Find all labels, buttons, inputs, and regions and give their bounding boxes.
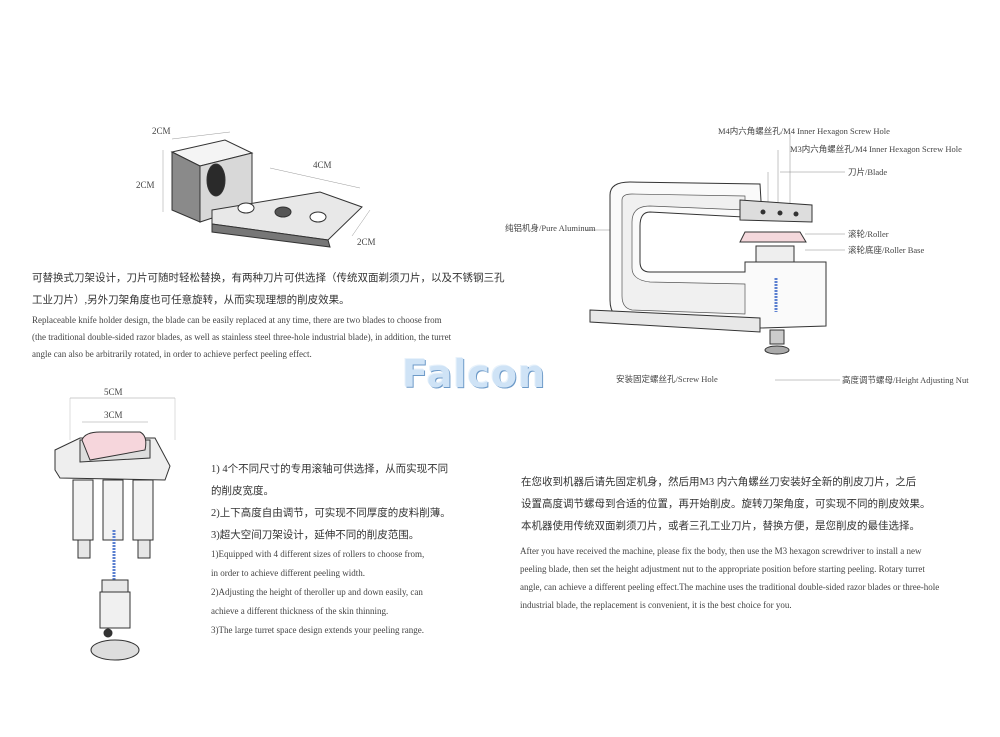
instruction-cn-3: 本机器使用传统双面剃须刀片，或者三孔工业刀片，替换方便，是您削皮的最佳选择。 xyxy=(521,521,920,532)
feature-en-1: 1)Equipped with 4 different sizes of rol… xyxy=(211,549,425,559)
feature-en-1b: in order to achieve different peeling wi… xyxy=(211,568,366,578)
features-cn: 1) 4个不同尺寸的专用滚轴可供选择，从而实现不同 的削皮宽度。 2)上下高度自… xyxy=(211,461,451,542)
falcon-watermark: Falcon xyxy=(402,352,547,396)
blade-desc-cn-line-2: 工业刀片）,另外刀架角度也可任意旋转，从而实现理想的削皮效果。 xyxy=(32,295,350,306)
feature-en-2: 2)Adjusting the height of theroller up a… xyxy=(211,587,423,597)
dim-label-outer-width: 5CM xyxy=(104,387,123,397)
label-pure-aluminum: 纯铝机身/Pure Aluminum xyxy=(505,223,596,233)
blade-desc-en-line-2: (the traditional double-sided razor blad… xyxy=(32,332,452,342)
dim-label-depth: 2CM xyxy=(357,237,376,247)
instruction-en-4: industrial blade, the replacement is con… xyxy=(520,600,792,610)
instructions-cn: 在您收到机器后请先固定机身，然后用M3 内六角螺丝刀安装好全新的削皮刀片，之后 … xyxy=(521,474,931,533)
label-m3-screw-hole: M3内六角螺丝孔/M4 Inner Hexagon Screw Hole xyxy=(790,144,962,154)
feature-cn-3: 3)超大空间刀架设计，延伸不同的削皮范围。 xyxy=(211,530,420,541)
dim-label-length: 4CM xyxy=(313,160,332,170)
feature-cn-1b: 的削皮宽度。 xyxy=(211,486,274,497)
features-en: 1)Equipped with 4 different sizes of rol… xyxy=(211,549,424,635)
blade-desc-en-line-1: Replaceable knife holder design, the bla… xyxy=(32,315,442,325)
machine-drawing xyxy=(585,133,845,381)
feature-en-2b: achieve a different thickness of the ski… xyxy=(211,606,389,616)
label-blade: 刀片/Blade xyxy=(848,167,888,177)
instruction-en-1: After you have received the machine, ple… xyxy=(520,546,922,556)
label-roller-base: 滚轮底座/Roller Base xyxy=(848,245,925,255)
feature-cn-2: 2)上下高度自由调节，可实现不同厚度的皮料削薄。 xyxy=(211,508,451,519)
roller-assembly-drawing xyxy=(54,397,176,661)
instruction-en-3: angle, can achieve a different peeling e… xyxy=(520,582,940,592)
feature-en-3: 3)The large turret space design extends … xyxy=(211,625,425,635)
blade-description: 可替换式刀架设计，刀片可随时轻松替换，有两种刀片可供选择（传统双面剃须刀片，以及… xyxy=(32,270,505,359)
label-roller: 滚轮/Roller xyxy=(848,229,889,239)
instruction-cn-2: 设置高度调节螺母到合适的位置，再开始削皮。旋转刀架角度，可实现不同的削皮效果。 xyxy=(521,499,931,510)
dim-label-inner-width: 3CM xyxy=(104,410,123,420)
blade-holder-drawing xyxy=(162,131,371,248)
instructions-en: After you have received the machine, ple… xyxy=(520,546,939,610)
blade-desc-cn-line-1: 可替换式刀架设计，刀片可随时轻松替换，有两种刀片可供选择（传统双面剃须刀片，以及… xyxy=(32,273,505,284)
dim-label-width: 2CM xyxy=(152,126,171,136)
dim-label-height: 2CM xyxy=(136,180,155,190)
label-screw-hole: 安装固定螺丝孔/Screw Hole xyxy=(616,374,718,384)
instruction-cn-1: 在您收到机器后请先固定机身，然后用M3 内六角螺丝刀安装好全新的削皮刀片，之后 xyxy=(521,477,917,488)
blade-desc-en-line-3: angle can also be arbitrarily rotated, i… xyxy=(32,349,312,359)
instruction-en-2: peeling blade, then set the height adjus… xyxy=(520,564,925,574)
label-height-adjusting-nut: 高度调节螺母/Height Adjusting Nut xyxy=(842,375,969,385)
feature-cn-1: 1) 4个不同尺寸的专用滚轴可供选择，从而实现不同 xyxy=(211,464,449,475)
label-m4-screw-hole: M4内六角螺丝孔/M4 Inner Hexagon Screw Hole xyxy=(718,126,890,136)
